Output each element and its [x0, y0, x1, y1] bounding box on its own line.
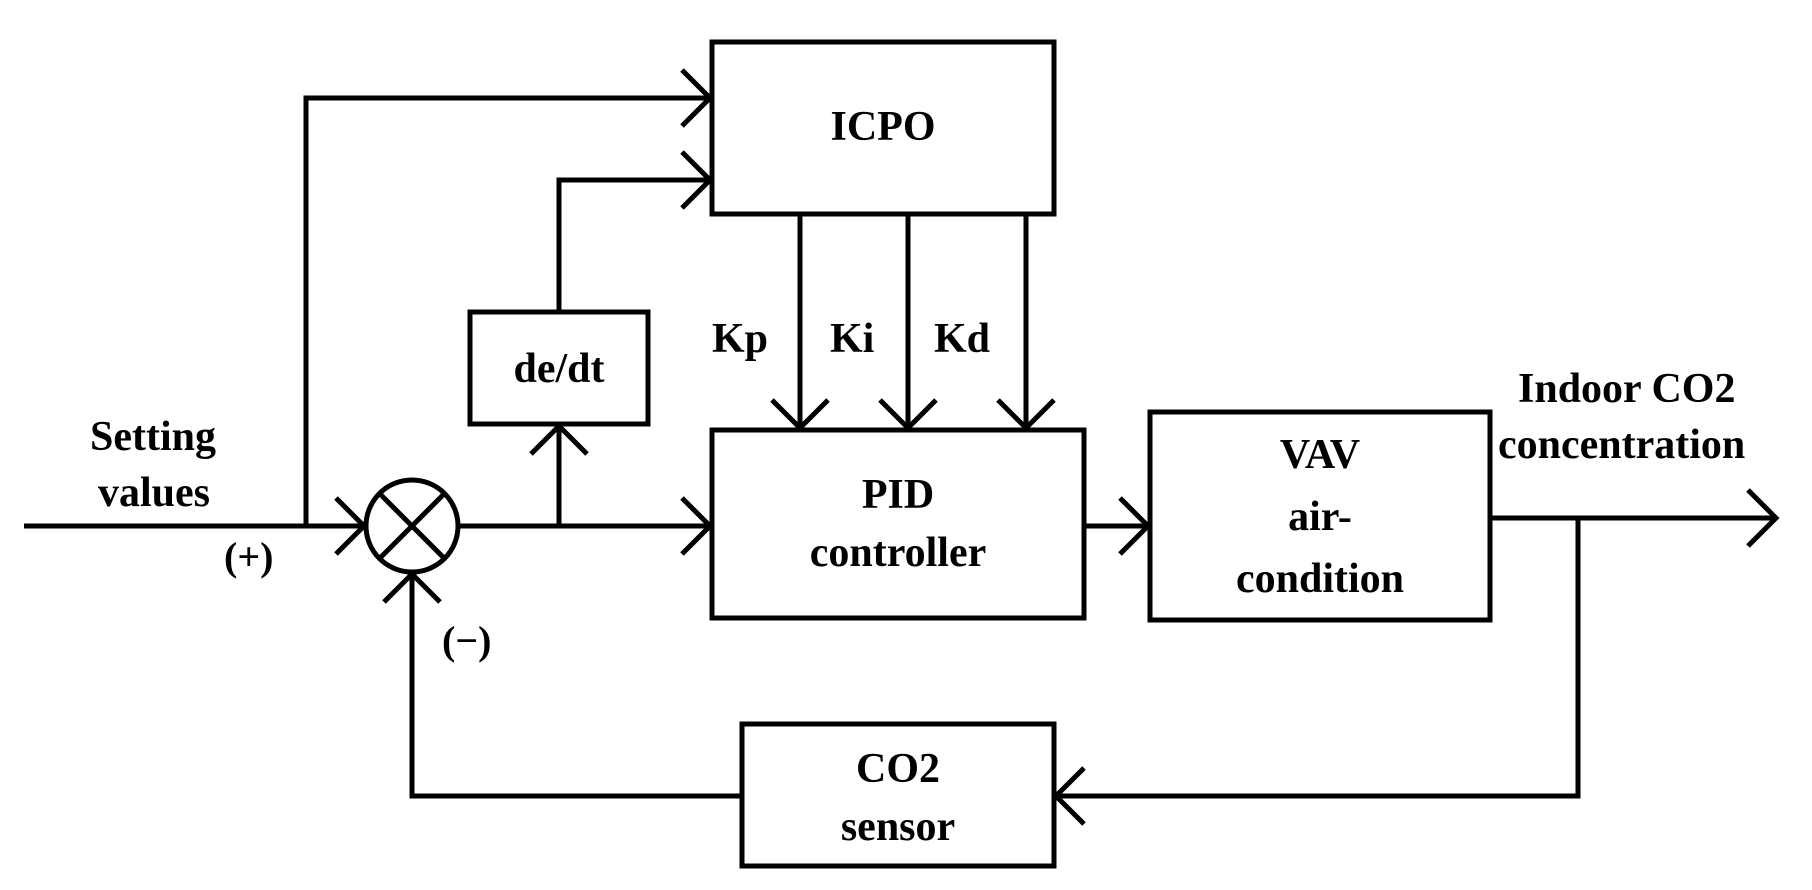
- vav-label-line1: VAV: [1280, 432, 1360, 478]
- ki-label: Ki: [830, 316, 875, 362]
- derivative-block: de/dt: [467, 309, 651, 427]
- plus-sign-label: (+): [224, 534, 273, 579]
- feedback-to-sensor-arrowhead: [1052, 766, 1086, 826]
- summing-junction: [363, 477, 461, 575]
- derivative-label: de/dt: [513, 346, 604, 392]
- input-arrowhead: [334, 496, 368, 556]
- pid-label-line2: controller: [810, 530, 987, 576]
- sensor-to-junction-arrowhead: [382, 570, 442, 604]
- derivative-to-icpo-arrowhead: [680, 150, 714, 210]
- output-arrowhead: [1746, 488, 1780, 548]
- pid-label-line1: PID: [862, 472, 934, 518]
- error-to-derivative-arrowhead: [529, 422, 589, 456]
- minus-sign-label: (−): [442, 618, 491, 663]
- kp-arrowhead: [770, 398, 830, 432]
- setpoint-to-icpo-arrowhead: [680, 68, 714, 128]
- vav-label-line2: air-: [1288, 494, 1352, 540]
- sensor-label-line2: sensor: [841, 804, 955, 850]
- sensor-label-line1: CO2: [856, 746, 940, 792]
- kd-label: Kd: [934, 316, 990, 362]
- output-label-line2: concentration: [1498, 422, 1745, 468]
- vav-air-condition-block: VAV air- condition: [1147, 409, 1493, 623]
- derivative-to-icpo-wire: [556, 177, 710, 312]
- sensor-to-junction-wire: [409, 574, 742, 799]
- pid-controller-block: PID controller: [709, 427, 1087, 621]
- kp-label: Kp: [712, 316, 768, 362]
- vav-label-line3: condition: [1236, 556, 1404, 602]
- input-label-line2: values: [98, 470, 210, 516]
- kd-arrowhead: [996, 398, 1056, 432]
- output-label-line1: Indoor CO2: [1518, 366, 1735, 412]
- icpo-label: ICPO: [831, 104, 936, 150]
- feedback-to-sensor-wire: [1056, 518, 1581, 799]
- setpoint-to-icpo-wire: [303, 95, 710, 526]
- error-to-pid-arrowhead: [680, 496, 714, 556]
- input-label-line1: Setting: [90, 414, 216, 460]
- icpo-block: ICPO: [709, 39, 1057, 217]
- co2-sensor-block: CO2 sensor: [739, 721, 1057, 869]
- pid-to-vav-arrowhead: [1118, 496, 1152, 556]
- ki-arrowhead: [878, 398, 938, 432]
